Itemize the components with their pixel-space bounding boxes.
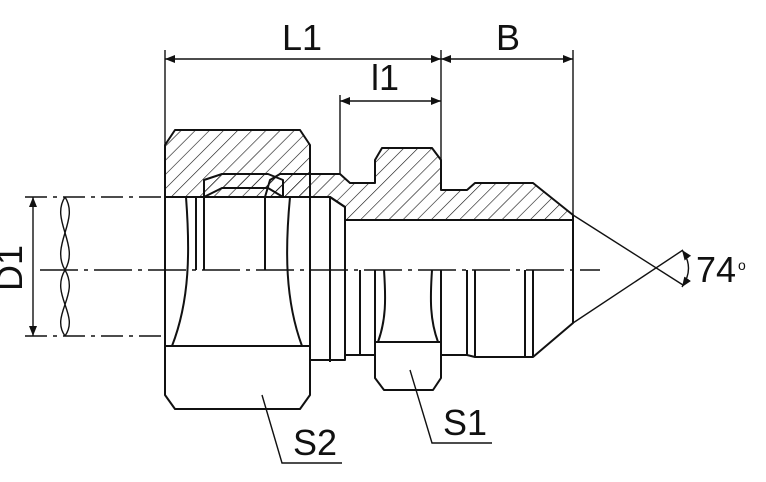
tube-break-symbol-2	[59, 196, 71, 337]
leader-S2	[261, 394, 342, 464]
male-end-lower	[466, 220, 574, 358]
nut-body-lower	[164, 197, 311, 410]
body-hex-curve-left	[377, 269, 387, 343]
nut-inner-curve-left	[171, 196, 190, 347]
label-angle: 74	[696, 249, 736, 290]
angle-leg-bottom	[572, 249, 684, 324]
label-S2: S2	[293, 422, 337, 463]
nut-inner-curve-right	[286, 196, 303, 347]
body-hex-lower	[374, 270, 442, 391]
label-B: B	[496, 17, 520, 58]
body-hex-curve-right	[429, 269, 439, 343]
angle-arc	[681, 249, 692, 288]
label-angle-unit: o	[738, 257, 746, 273]
label-D1: D1	[0, 245, 30, 291]
body-section-upper	[264, 147, 574, 221]
label-S1: S1	[443, 402, 487, 443]
leader-S1	[409, 369, 492, 444]
label-L1: L1	[282, 17, 322, 58]
body-neck-lower	[310, 196, 346, 361]
label-l1: l1	[371, 57, 399, 98]
angle-leg-top	[572, 214, 684, 286]
